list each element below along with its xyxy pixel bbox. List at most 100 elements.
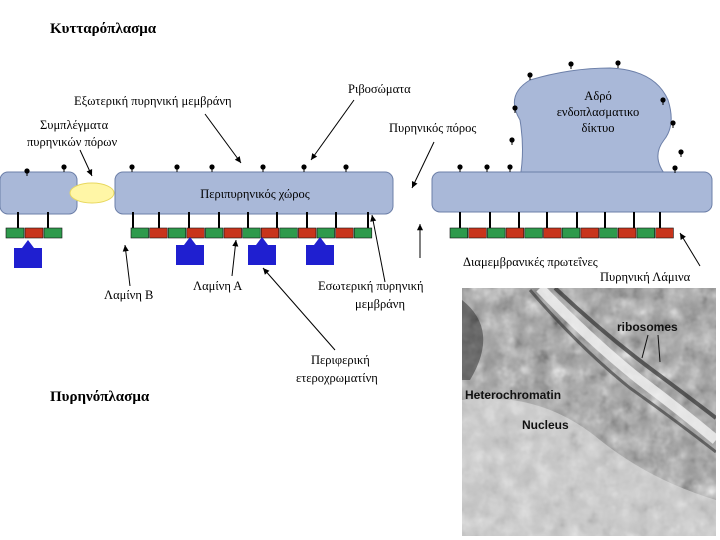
nucleoplasm-label: Πυρηνόπλασμα (50, 389, 150, 405)
ribosome-dot (527, 72, 533, 78)
arrow-shaft (411, 141, 435, 189)
lamina-segment (561, 227, 581, 239)
inner-membrane-label-2: μεμβράνη (355, 297, 405, 311)
arrow-lamin-b (122, 244, 131, 287)
nuclear-pore-label: Πυρηνικός πόρος (389, 121, 476, 135)
ribosome-dot (670, 120, 676, 126)
lamina-segment (335, 227, 354, 239)
arrow-shaft (371, 214, 386, 283)
lamina-segment (617, 227, 637, 239)
lamin-tip (22, 240, 34, 248)
arrow-shaft (310, 99, 355, 161)
ribosome (484, 164, 490, 172)
arrow-pore-complex (79, 149, 93, 177)
membrane-segment-center (114, 171, 394, 215)
lamina-segment (655, 227, 674, 239)
lamina-segment (353, 227, 373, 239)
lamin-tip (184, 237, 196, 245)
ribosome (670, 120, 676, 128)
arrow-head (122, 245, 129, 252)
arrow-head (416, 224, 424, 231)
ribosome (457, 164, 463, 172)
ribosome-dot (512, 105, 518, 111)
arrow-head (263, 268, 270, 275)
lamina-segment (468, 227, 487, 239)
lamina-segment (298, 227, 317, 239)
ribosome (174, 164, 180, 172)
arrow-shaft (262, 267, 336, 351)
lamina-segment (242, 227, 261, 239)
outer-membrane-label: Εξωτερική πυρηνική μεμβράνη (74, 94, 232, 108)
membrane-segment-left (0, 171, 78, 215)
arrow-transmembrane (416, 224, 424, 258)
micrograph-heterochromatin-label: Heterochromatin (465, 388, 561, 402)
lamina-segment (636, 227, 656, 239)
ribosome-dot (660, 97, 666, 103)
ribosome-dot (209, 164, 215, 170)
ribosome (61, 164, 67, 172)
ribosome (129, 164, 135, 172)
label-arrows-layer (79, 99, 701, 351)
nuclear-lamina-label: Πυρηνική Λάμινα (600, 270, 691, 284)
lamina-segment (167, 227, 187, 239)
ribosome-dot (301, 164, 307, 170)
arrow-shaft (124, 244, 131, 287)
ribosomes-label: Ριβοσώματα (348, 82, 411, 96)
ribosome (24, 168, 30, 176)
ribosome-dot (568, 61, 574, 67)
peripheral-heterochromatin-label-2: ετεροχρωματίνη (296, 371, 378, 385)
micrograph-pointer-1 (641, 334, 649, 359)
ribosome-dot (174, 164, 180, 170)
lamina-segment (149, 227, 168, 239)
ribosome (568, 61, 574, 69)
lamina-segment (580, 227, 599, 239)
arrow-nuclear-pore (411, 141, 435, 189)
ribosome (507, 164, 513, 172)
peripheral-heterochromatin-label-1: Περιφερική (311, 353, 370, 367)
ribosome-dot (343, 164, 349, 170)
ribosome (260, 164, 266, 172)
rough-er-label-3: δίκτυο (581, 121, 614, 135)
lamin-protein (306, 237, 334, 265)
rough-er-label-2: ενδοπλασματικο (557, 105, 640, 119)
ribosome-dot (507, 164, 513, 170)
arrow-head (232, 240, 239, 247)
ribosome-dot (260, 164, 266, 170)
lamina-segment (449, 227, 469, 239)
arrow-nuclear-lamina (679, 232, 701, 267)
arrow-outer-membrane (204, 113, 242, 164)
ribosome (527, 72, 533, 80)
arrow-head (370, 215, 377, 222)
lamin-b-label: Λαμίνη Β (104, 288, 153, 302)
ribosome-dot (129, 164, 135, 170)
micrograph-ribosomes-label: ribosomes (617, 320, 678, 334)
lamina-segment (260, 227, 280, 239)
lamin-block (248, 245, 276, 265)
ribosome (615, 60, 621, 68)
nuclear-lamina-layer (5, 227, 674, 239)
lamina-segment (24, 227, 44, 239)
lamin-protein (176, 237, 204, 265)
ribosome-dot (672, 165, 678, 171)
lamina-segment (43, 227, 63, 239)
ribosome-dot (24, 168, 30, 174)
lamina-segment (524, 227, 543, 239)
pore-complexes-label-1: Συμπλέγματα (40, 118, 109, 132)
lamin-a-label: Λαμίνη Α (193, 279, 242, 293)
arrow-ribosomes (310, 99, 355, 161)
ribosome (209, 164, 215, 172)
arrow-peripheral-heterochromatin (262, 267, 336, 351)
lamin-tip (314, 237, 326, 245)
ribosome-dot (457, 164, 463, 170)
ribosome-dot (615, 60, 621, 66)
lamina-segment (205, 227, 224, 239)
lamina-segment (599, 227, 618, 239)
ribosome-dot (484, 164, 490, 170)
lamin-tip (256, 237, 268, 245)
arrow-head (411, 181, 418, 188)
lamin-block (306, 245, 334, 265)
arrow-head (234, 156, 241, 163)
arrow-head (311, 153, 318, 160)
cytoplasm-label: Κυτταρόπλασμα (50, 21, 157, 37)
arrow-inner-membrane (370, 214, 386, 283)
